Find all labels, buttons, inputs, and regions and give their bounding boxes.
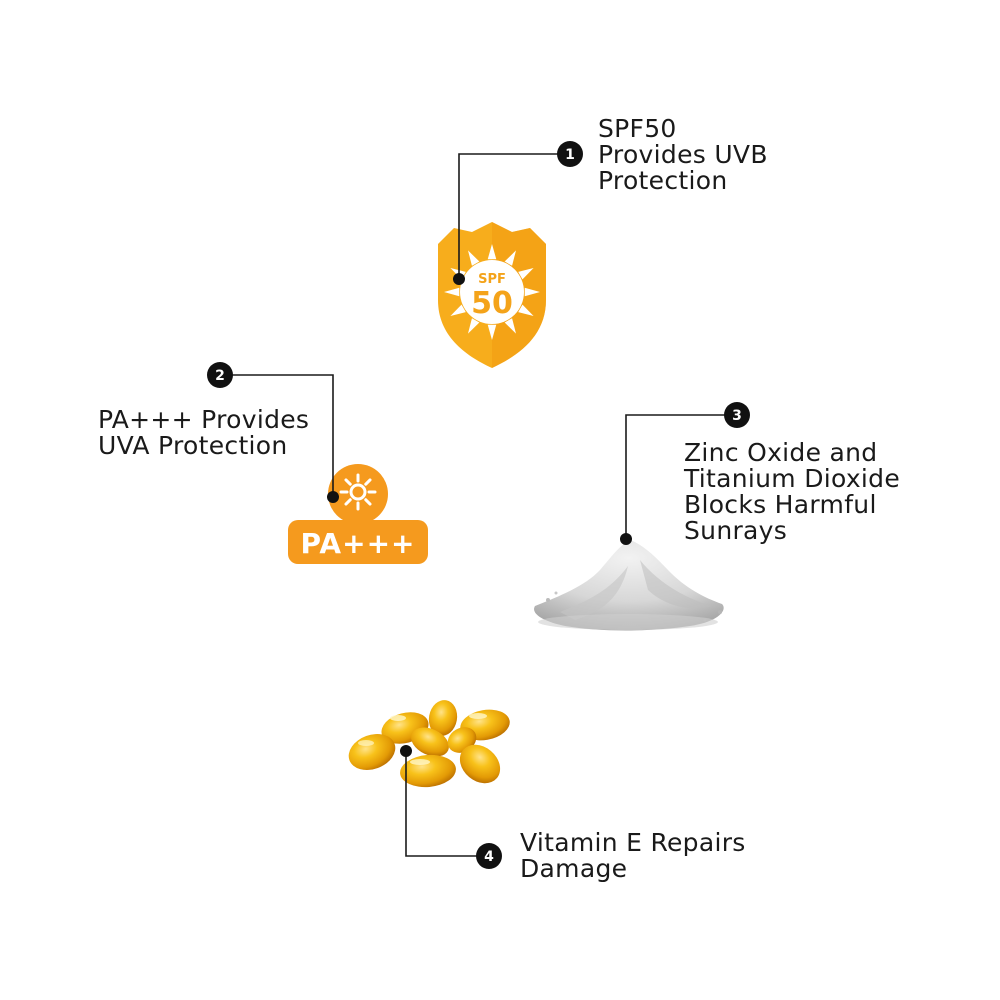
number-badge-1-text: 1 — [565, 147, 575, 163]
pa-sun-ray — [344, 478, 352, 486]
spf-sun-ray — [518, 304, 534, 316]
vitamin-e-capsules-icon — [348, 700, 510, 788]
number-badge-1: 1 — [557, 141, 583, 167]
callout-3-line-3: Blocks Harmful — [684, 490, 877, 519]
leader-line-3 — [625, 414, 736, 539]
callout-4-line-2: Damage — [520, 854, 628, 883]
callout-4-line-1: Vitamin E Repairs — [520, 828, 746, 857]
number-badge-4-text: 4 — [484, 849, 494, 865]
spf-sun-ray — [487, 324, 497, 340]
spf-sun-ray — [487, 244, 497, 260]
spf-sun-ray — [504, 318, 516, 334]
anchor-dot-3 — [620, 533, 632, 545]
pa-sun-ray — [364, 478, 372, 486]
sun-shield-icon: SPF 50 — [438, 222, 546, 368]
spf-sun-ray — [468, 250, 480, 266]
callout-label-3: Zinc Oxide and Titanium Dioxide Blocks H… — [684, 440, 900, 544]
callout-3-line-2: Titanium Dioxide — [684, 464, 901, 493]
number-badge-2-text: 2 — [215, 368, 225, 384]
powder-pile-icon — [534, 540, 724, 631]
anchor-dot-2 — [327, 491, 339, 503]
callout-2-line-1: PA+++ Provides — [98, 405, 310, 434]
callout-3-line-4: Sunrays — [684, 516, 788, 545]
spf-sun-ray — [518, 268, 534, 280]
number-badge-3-text: 3 — [732, 408, 742, 424]
anchor-dot-4 — [400, 745, 412, 757]
spf-sun-ray — [524, 287, 540, 297]
anchor-dot-1 — [453, 273, 465, 285]
number-badge-4: 4 — [476, 843, 502, 869]
pa-sun-icon: PA+++ — [288, 464, 428, 564]
leader-line-4 — [405, 751, 487, 857]
callout-label-2: PA+++ Provides UVA Protection — [98, 407, 309, 459]
spf-sun-ray — [450, 304, 466, 316]
callout-1-line-3: Protection — [598, 166, 728, 195]
spf-sun-ray — [504, 250, 516, 266]
callout-label-1: SPF50 Provides UVB Protection — [598, 116, 768, 194]
spf-sun-ray — [468, 318, 480, 334]
leader-line-2 — [220, 374, 334, 497]
number-badge-2: 2 — [207, 362, 233, 388]
spf-badge-value: 50 — [471, 286, 513, 321]
callout-1-line-2: Provides UVB — [598, 140, 768, 169]
callout-label-4: Vitamin E Repairs Damage — [520, 830, 746, 882]
spf-sun-ray — [444, 287, 460, 297]
callout-1-line-1: SPF50 — [598, 114, 677, 143]
leader-line-1 — [458, 153, 568, 279]
callout-3-line-1: Zinc Oxide and — [684, 438, 878, 467]
pa-sun-ray — [344, 498, 352, 506]
pa-sun-ray — [364, 498, 372, 506]
callout-2-line-2: UVA Protection — [98, 431, 288, 460]
number-badge-3: 3 — [724, 402, 750, 428]
spf-badge-top: SPF — [478, 272, 506, 287]
pa-badge-text: PA+++ — [300, 527, 415, 560]
